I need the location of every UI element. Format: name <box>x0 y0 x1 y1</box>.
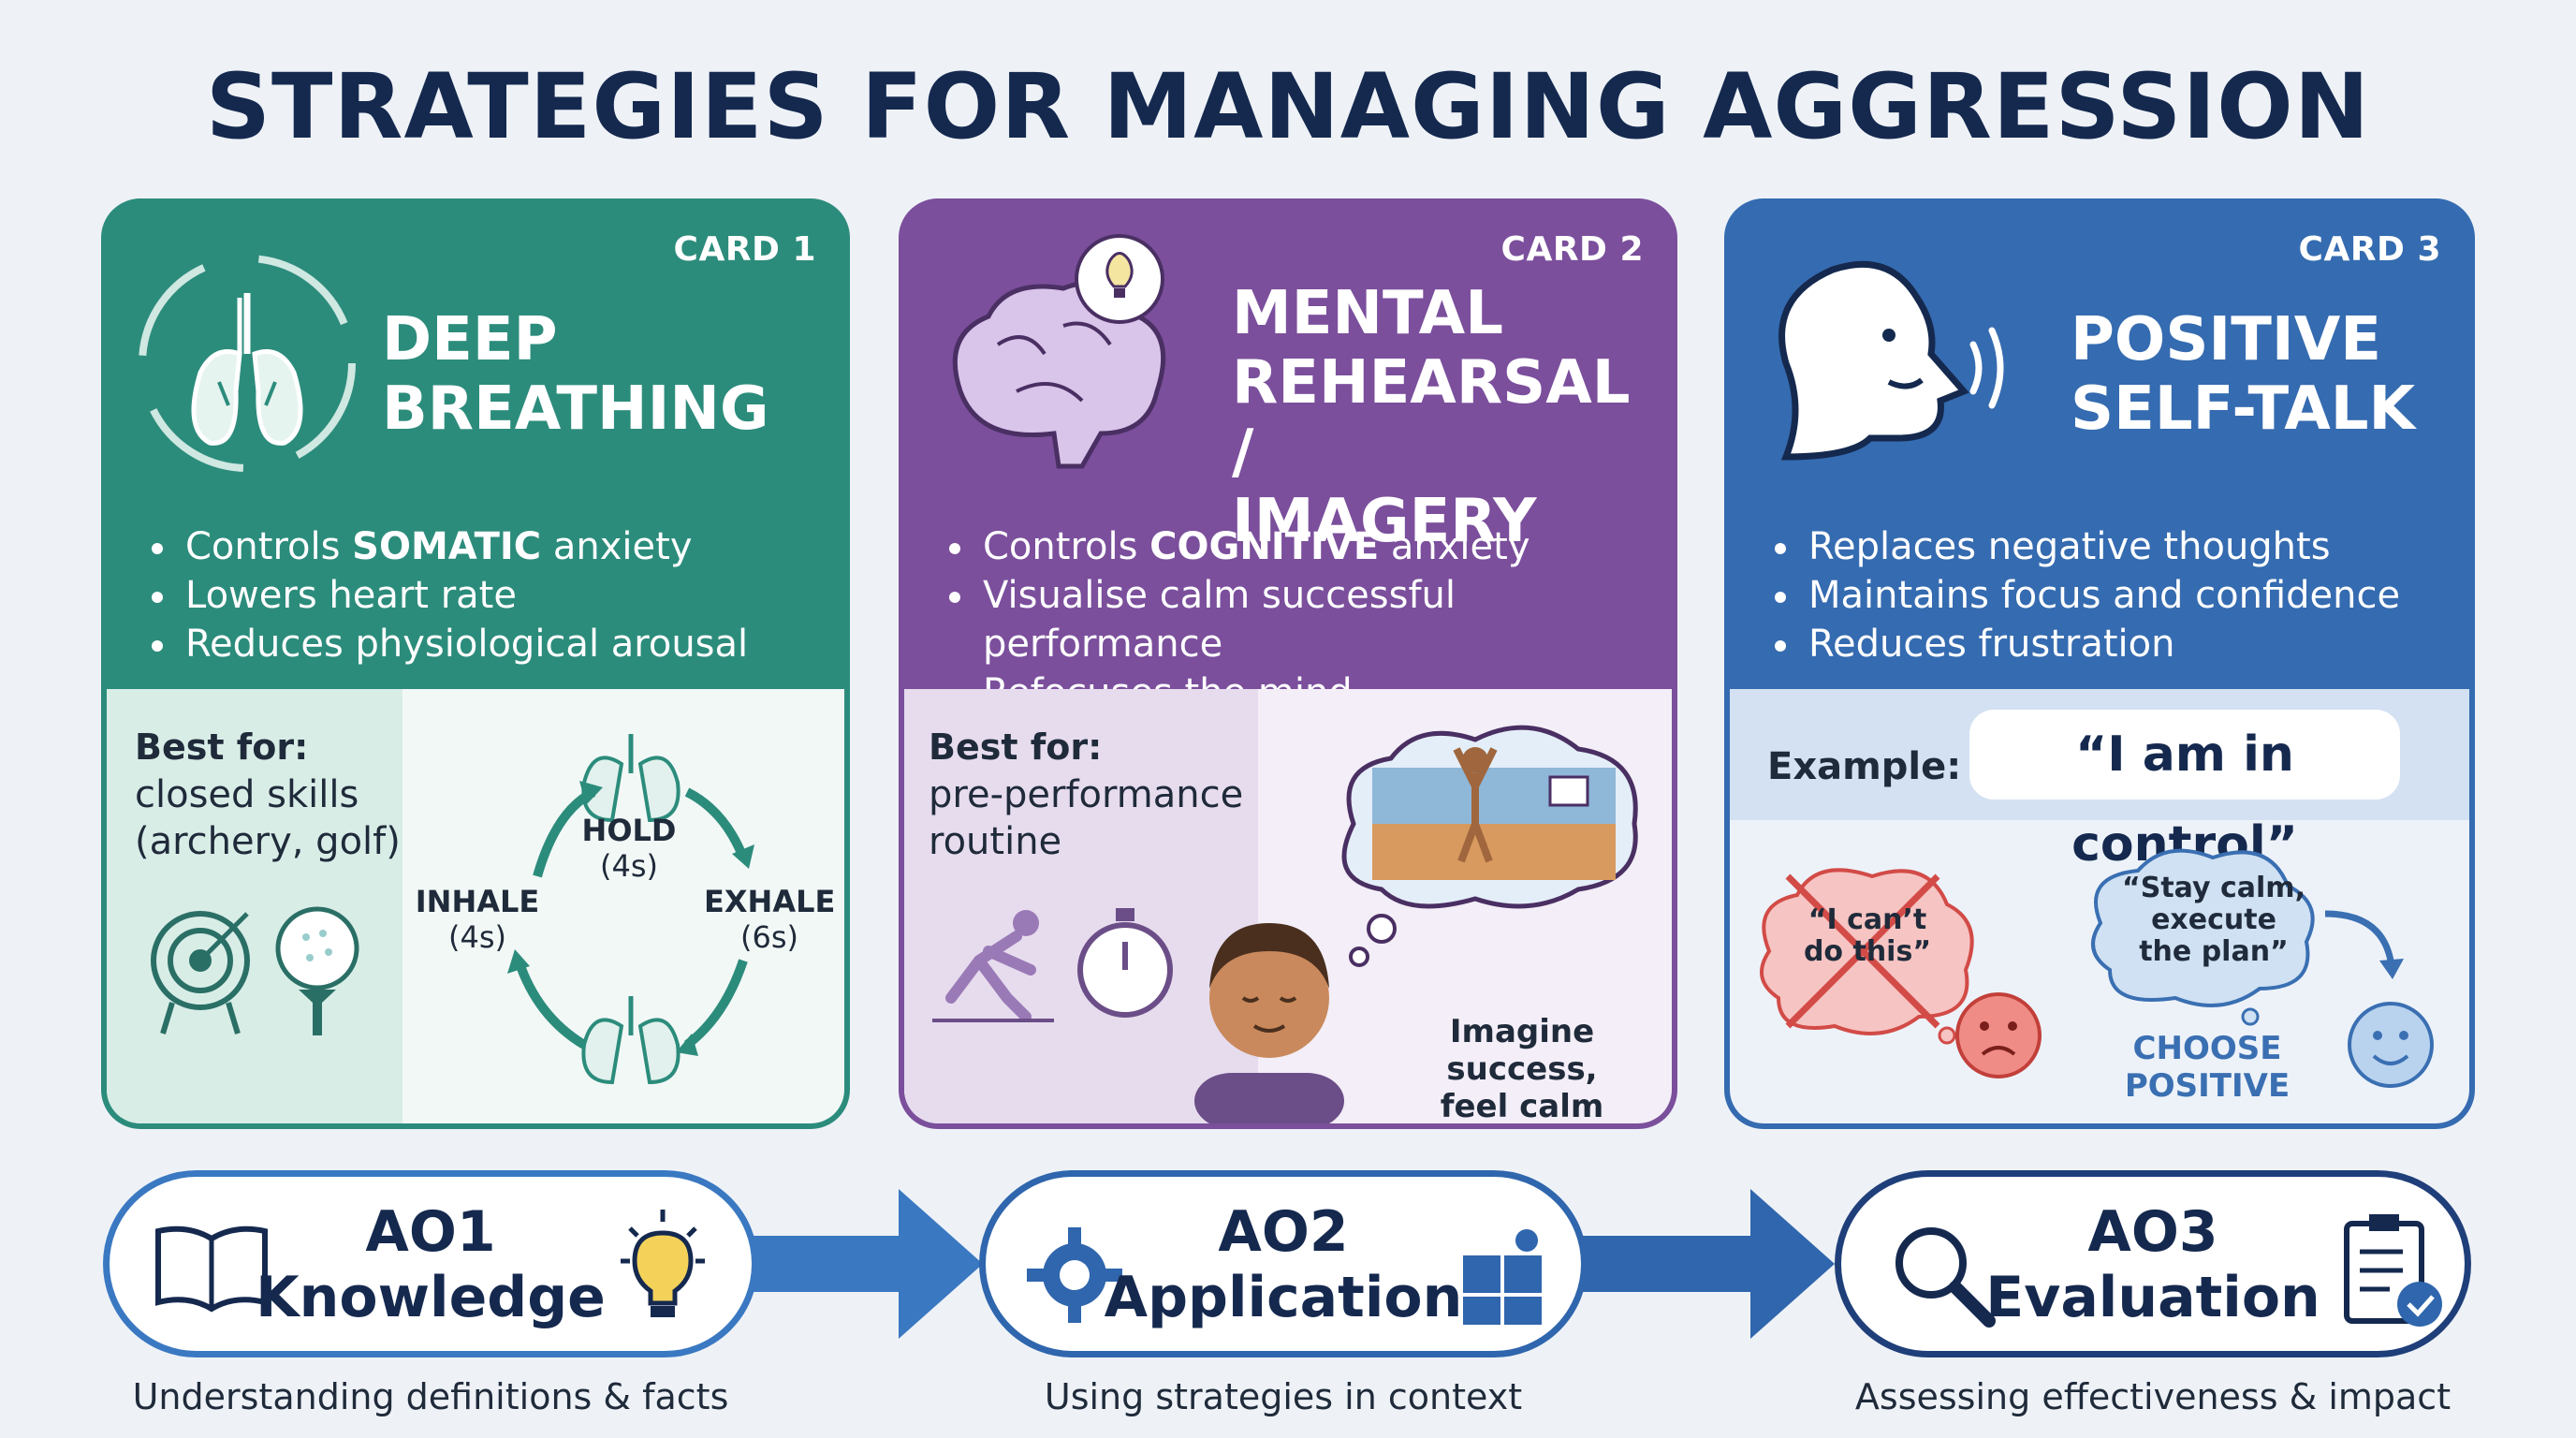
bullet-list: Controls SOMATIC anxiety Lowers heart ra… <box>144 522 748 668</box>
page-title: STRATEGIES FOR MANAGING AGGRESSION <box>205 54 2371 159</box>
card-positive-self-talk: CARD 3 POSITIVE SELF-TALK Replaces negat… <box>1724 198 2475 1129</box>
cycle-hold-label: HOLD(4s) <box>581 813 677 884</box>
negative-thought-text: “I can’t do this” <box>1803 903 1932 968</box>
bullet-item: Replaces negative thoughts <box>1767 522 2400 571</box>
card-label: CARD 1 <box>673 230 816 269</box>
lightbulb-icon <box>621 1210 705 1317</box>
cycle-inhale-label: INHALE(4s) <box>415 884 540 955</box>
card-title: POSITIVE SELF-TALK <box>2071 305 2416 444</box>
bullet-item: Reduces physiological arousal <box>144 620 748 668</box>
card-label: CARD 3 <box>2298 230 2441 269</box>
sprinter-start-icon <box>932 910 1054 1022</box>
calm-person-avatar <box>1194 923 1344 1123</box>
ao1-title: AO1 Knowledge <box>256 1199 606 1330</box>
bullet-list: Replaces negative thoughts Maintains foc… <box>1767 522 2400 668</box>
arrow-ao2-to-ao3 <box>1582 1189 1835 1339</box>
ao2-pill: AO2 Application <box>979 1170 1588 1357</box>
best-for-panel: Best for: closed skills (archery, golf) <box>107 689 844 1123</box>
best-for-text: closed skills (archery, golf) <box>135 773 401 863</box>
card-deep-breathing: CARD 1 DEEP BREATHING Controls SOMATIC a… <box>101 198 850 1129</box>
imagine-caption: Imagine success, feel calm <box>1440 1013 1604 1125</box>
ao1-caption: Understanding definitions & facts <box>132 1376 729 1417</box>
arrow-ao1-to-ao2 <box>749 1189 983 1339</box>
best-for-heading: Best for: <box>135 726 309 768</box>
example-heading: Example: <box>1767 745 1962 788</box>
card-title: DEEP BREATHING <box>382 305 769 444</box>
puzzle-icon <box>1463 1229 1542 1325</box>
magnifier-icon <box>1895 1227 1996 1328</box>
book-icon <box>155 1225 268 1313</box>
lungs-cycle-icon <box>139 255 356 472</box>
ao3-pill: AO3 Evaluation <box>1835 1170 2471 1357</box>
example-panel: Example: “I am in control” “I can’t do t… <box>1730 689 2469 1123</box>
ao3-title: AO3 Evaluation <box>1985 1199 2320 1330</box>
archery-target-icon <box>151 911 250 1034</box>
best-for-heading: Best for: <box>929 726 1103 768</box>
example-quote: “I am in control” <box>1969 710 2400 873</box>
speaking-head-icon <box>1778 260 2004 461</box>
best-for-text: pre-performance routine <box>929 773 1244 863</box>
bullet-item: Maintains focus and confidence <box>1767 571 2400 620</box>
cycle-exhale-label: EXHALE(6s) <box>704 884 836 955</box>
breathing-cycle-diagram <box>507 734 754 1085</box>
bullet-list: Controls COGNITIVE anxiety Visualise cal… <box>942 522 1672 717</box>
clipboard-check-icon <box>2344 1214 2442 1327</box>
stopwatch-icon <box>1077 908 1173 1018</box>
bullet-item: Visualise calm successful performance <box>942 571 1672 668</box>
ao1-pill: AO1 Knowledge <box>103 1170 758 1357</box>
bullet-item: Controls SOMATIC anxiety <box>144 522 748 571</box>
bullet-item: Reduces frustration <box>1767 620 2400 668</box>
ao2-caption: Using strategies in context <box>1044 1376 1523 1417</box>
visualisation-thought-icon <box>1341 725 1638 967</box>
ao3-caption: Assessing effectiveness & impact <box>1854 1376 2452 1417</box>
golf-ball-icon <box>275 906 359 1035</box>
bullet-item: Lowers heart rate <box>144 571 748 620</box>
gear-icon <box>1027 1227 1122 1323</box>
negative-thought-crossed-icon <box>1760 868 2042 1078</box>
choose-positive-label: CHOOSE POSITIVE <box>2124 1030 2291 1105</box>
ao2-title: AO2 Application <box>1104 1199 1463 1330</box>
best-for-panel: Best for: pre-performance routine <box>904 689 1672 1123</box>
card-title: MENTAL REHEARSAL / IMAGERY <box>1232 279 1631 556</box>
card-label: CARD 2 <box>1500 230 1644 269</box>
positive-thought-text: “Stay calm, execute the plan” <box>2122 872 2305 968</box>
card-mental-rehearsal: CARD 2 MENTAL REHEARSAL / IMAGERY Contro… <box>899 198 1677 1129</box>
brain-lightbulb-icon <box>952 234 1166 469</box>
bullet-item: Controls COGNITIVE anxiety <box>942 522 1672 571</box>
positive-thought-icon <box>2091 848 2434 1088</box>
